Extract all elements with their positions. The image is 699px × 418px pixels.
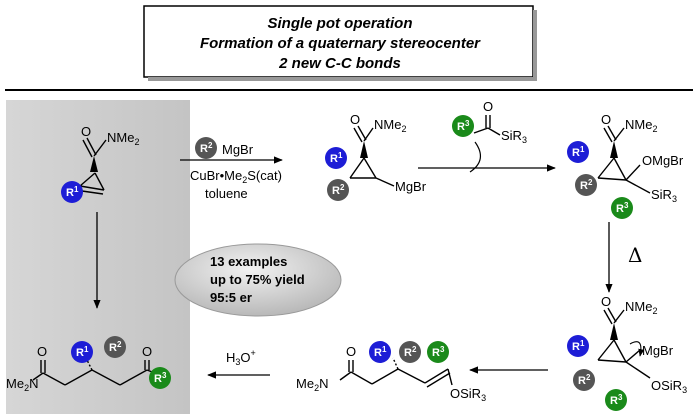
acylsilane-structure: O SiR3	[469, 99, 527, 173]
r2-badge-label: R2	[578, 373, 591, 387]
r2-badge-label: R2	[404, 345, 417, 359]
r1-badge-label: R1	[572, 339, 585, 353]
delta-label: Δ	[628, 243, 642, 267]
o-label: O	[142, 344, 152, 359]
osir3-label: OSiR3	[651, 378, 687, 395]
r2-badge-circle	[399, 341, 421, 363]
r3-badge-circle	[427, 341, 449, 363]
r1-badge-label: R1	[330, 151, 343, 165]
r1-badge: R1	[61, 181, 83, 203]
r3-badge-circle	[452, 115, 474, 137]
results-line-2: up to 75% yield	[210, 272, 305, 287]
header-line-2: Formation of a quaternary stereocenter	[200, 35, 481, 52]
r2-badge: R2	[399, 341, 421, 363]
r1-badge-label: R1	[572, 145, 585, 159]
r2-badge-circle	[327, 179, 349, 201]
header-line-3: 2 new C-C bonds	[278, 55, 401, 72]
mgbr-label: MgBr	[642, 343, 674, 358]
r1-badge-label: R1	[66, 185, 79, 199]
r1-badge-circle	[369, 341, 391, 363]
results-line-3: 95:5 er	[210, 290, 252, 305]
intermediate-3-structure: O NMe2 MgBr OSiR3	[597, 294, 687, 395]
o-label: O	[81, 124, 91, 139]
me2n-label: Me2N	[6, 376, 38, 393]
r1-badge: R1	[567, 335, 589, 357]
r1-badge-circle	[61, 181, 83, 203]
results-line-1: 13 examples	[210, 254, 287, 269]
r2-badge-label: R2	[109, 340, 122, 354]
r2-badge: R2	[104, 336, 126, 358]
results-badge: 13 examples up to 75% yield 95:5 er	[174, 243, 342, 317]
r2-badge-circle	[575, 174, 597, 196]
mgbr-label: MgBr	[395, 179, 427, 194]
r3-badge-circle	[149, 367, 171, 389]
me2n-label: Me2N	[296, 376, 328, 393]
sir3-label: SiR3	[501, 128, 527, 145]
r1-badge-circle	[71, 341, 93, 363]
o-label: O	[483, 99, 493, 114]
r3-badge-label: R3	[457, 119, 470, 133]
intermediate-2-structure: O NMe2 OMgBr SiR3	[597, 112, 684, 204]
r2-badge-circle	[573, 369, 595, 391]
h3o-label: H3O+	[226, 348, 256, 367]
header-box: Single pot operation Formation of a quat…	[143, 5, 537, 81]
r2-badge: R2	[573, 369, 595, 391]
r2-badge: R2	[575, 174, 597, 196]
r2-badge-circle	[104, 336, 126, 358]
enol-silane-structure: O Me2N OSiR3	[296, 344, 486, 403]
r3-badge-circle	[611, 197, 633, 219]
o-label: O	[601, 112, 611, 127]
r3-badge-label: R3	[610, 393, 623, 407]
o-label: O	[350, 112, 360, 127]
o-label: O	[346, 344, 356, 359]
r1-badge-label: R1	[374, 345, 387, 359]
nme2-label: NMe2	[107, 130, 139, 147]
product-structure: O Me2N O	[6, 344, 161, 393]
r1-badge-circle	[567, 141, 589, 163]
r1-badge-label: R1	[76, 345, 89, 359]
o-label: O	[601, 294, 611, 309]
solvent-label: toluene	[205, 186, 248, 201]
r3-badge-label: R3	[154, 371, 167, 385]
r1-badge: R1	[369, 341, 391, 363]
r2-badge: R2	[327, 179, 349, 201]
r2-badge-label: R2	[200, 141, 213, 155]
nme2-label: NMe2	[625, 117, 657, 134]
sir3-label: SiR3	[651, 187, 677, 204]
r2-badge: R2	[195, 137, 217, 159]
osir3-label: OSiR3	[450, 386, 486, 403]
grignard-reagent-label: MgBr	[222, 142, 254, 157]
omgbr-label: OMgBr	[642, 153, 684, 168]
cyclopropene-structure: O NMe2	[79, 124, 139, 195]
r1-badge: R1	[567, 141, 589, 163]
nme2-label: NMe2	[625, 299, 657, 316]
r3-badge-circle	[605, 389, 627, 411]
r3-badge: R3	[611, 197, 633, 219]
r3-badge: R3	[427, 341, 449, 363]
r3-badge: R3	[452, 115, 474, 137]
r3-badge: R3	[149, 367, 171, 389]
r1-badge: R1	[71, 341, 93, 363]
r1-badge-circle	[567, 335, 589, 357]
header-line-1: Single pot operation	[268, 15, 413, 32]
nme2-label: NMe2	[374, 117, 406, 134]
r2-badge-label: R2	[580, 178, 593, 192]
r1-badge: R1	[325, 147, 347, 169]
r1-badge-circle	[325, 147, 347, 169]
r2-badge-label: R2	[332, 183, 345, 197]
left-panel	[6, 100, 190, 414]
intermediate-1-structure: O NMe2 MgBr	[349, 112, 427, 194]
o-label: O	[37, 344, 47, 359]
r3-badge-label: R3	[616, 201, 629, 215]
r2-badge-circle	[195, 137, 217, 159]
r3-badge-label: R3	[432, 345, 445, 359]
r3-badge: R3	[605, 389, 627, 411]
catalyst-label: CuBr•Me2S(cat)	[190, 168, 282, 185]
